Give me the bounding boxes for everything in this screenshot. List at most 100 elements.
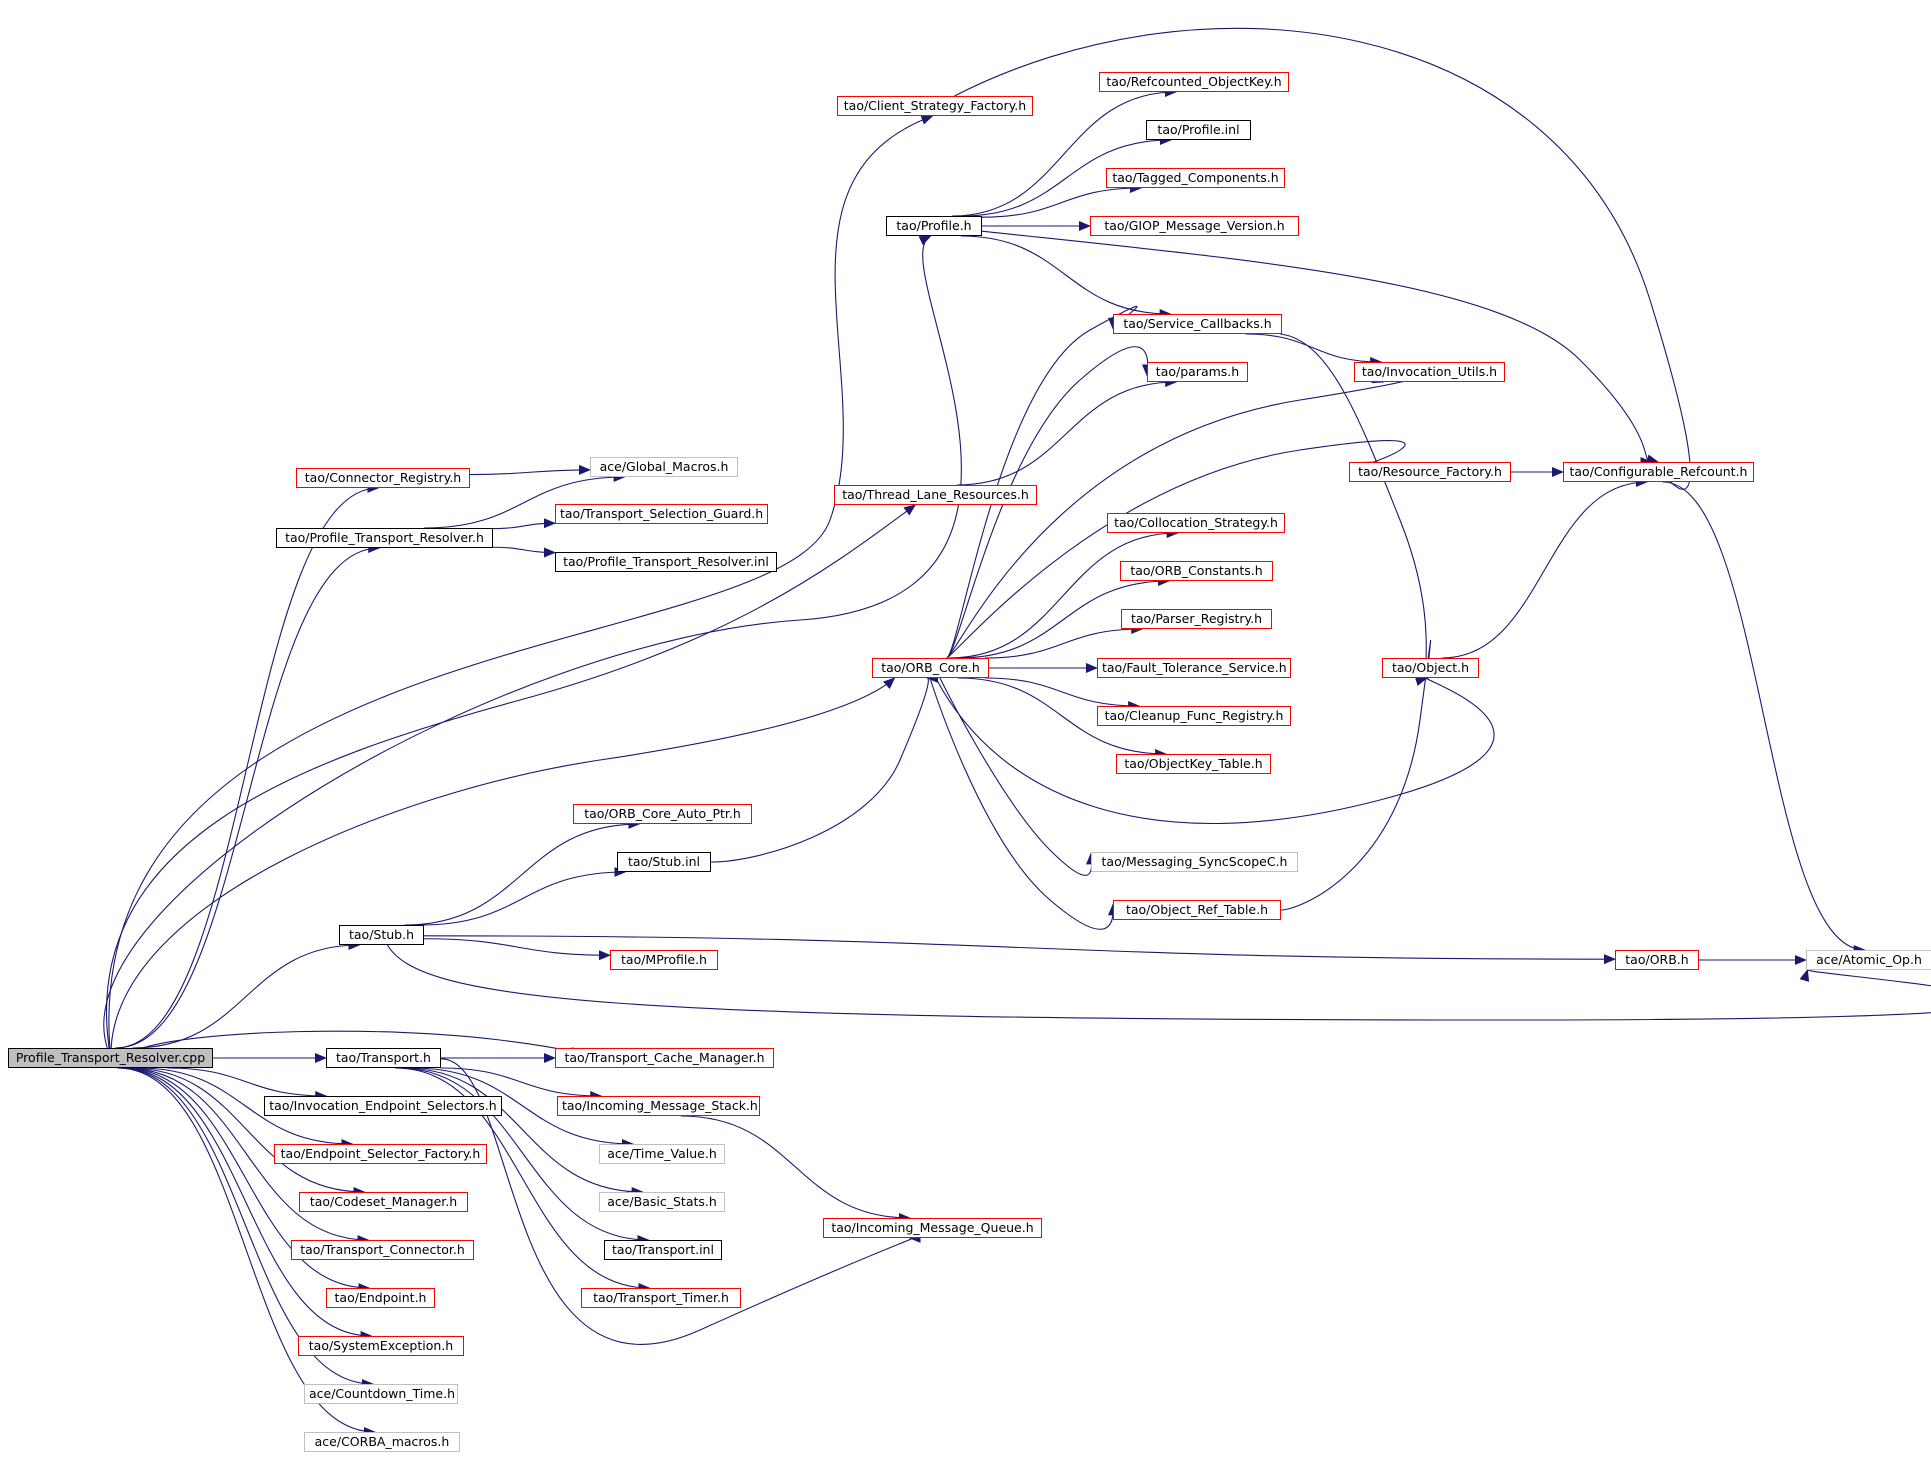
node-orbcap[interactable]: tao/ORB_Core_Auto_Ptr.h bbox=[573, 804, 752, 824]
edge-stubinl-to-orbcore bbox=[710, 673, 939, 863]
node-endpoint[interactable]: tao/Endpoint.h bbox=[326, 1288, 435, 1308]
edge-root-to-esf bbox=[138, 1067, 354, 1149]
edge-svccb-to-invutil bbox=[1245, 333, 1383, 367]
edge-stubh-to-orbcap bbox=[404, 819, 641, 926]
node-transh[interactable]: tao/Transport.h bbox=[326, 1048, 441, 1068]
node-tlr[interactable]: tao/Thread_Lane_Resources.h bbox=[834, 485, 1037, 505]
node-orbconst[interactable]: tao/ORB_Constants.h bbox=[1120, 561, 1273, 581]
edge-orbcore-to-orbconst bbox=[957, 576, 1171, 659]
node-esf[interactable]: tao/Endpoint_Selector_Factory.h bbox=[274, 1144, 487, 1164]
node-codeset[interactable]: tao/Codeset_Manager.h bbox=[299, 1192, 468, 1212]
edge-objref-to-objh bbox=[1280, 639, 1432, 911]
edge-orbcore-to-params bbox=[946, 346, 1153, 659]
node-profinl[interactable]: tao/Profile.inl bbox=[1146, 120, 1251, 140]
edge-root-to-ies bbox=[167, 1067, 328, 1101]
node-invutil[interactable]: tao/Invocation_Utils.h bbox=[1354, 362, 1505, 382]
node-svccb[interactable]: tao/Service_Callbacks.h bbox=[1113, 314, 1282, 334]
edge-profh-to-svccb bbox=[960, 235, 1172, 319]
node-stubinl[interactable]: tao/Stub.inl bbox=[617, 852, 711, 872]
edge-orbcore-to-msgsync bbox=[939, 677, 1097, 876]
node-objref[interactable]: tao/Object_Ref_Table.h bbox=[1113, 900, 1281, 920]
edge-transh-to-transtimer bbox=[395, 1067, 651, 1293]
node-stubh[interactable]: tao/Stub.h bbox=[339, 925, 424, 945]
node-giop[interactable]: tao/GIOP_Message_Version.h bbox=[1090, 216, 1299, 236]
edge-ptrh-to-globmac bbox=[423, 472, 626, 529]
node-atomic[interactable]: ace/Atomic_Op.h bbox=[1806, 950, 1931, 970]
node-transtimer[interactable]: tao/Transport_Timer.h bbox=[581, 1288, 741, 1308]
edge-objh-to-confref bbox=[1442, 477, 1648, 659]
edge-orbcore-to-svccb bbox=[946, 305, 1138, 659]
edge-root-to-csf bbox=[108, 115, 934, 1049]
edge-root-to-profh bbox=[103, 235, 962, 1049]
node-refok[interactable]: tao/Refcounted_ObjectKey.h bbox=[1099, 72, 1289, 92]
edge-root-to-sysexc bbox=[119, 1067, 373, 1341]
edge-root-to-tlr bbox=[106, 504, 917, 1049]
node-okt[interactable]: tao/ObjectKey_Table.h bbox=[1116, 754, 1271, 774]
node-globmac[interactable]: ace/Global_Macros.h bbox=[590, 457, 738, 477]
node-profh[interactable]: tao/Profile.h bbox=[886, 216, 982, 236]
edge-ptrh-to-tsg bbox=[492, 518, 556, 530]
edge-profh-to-tagged bbox=[981, 183, 1143, 218]
node-root: Profile_Transport_Resolver.cpp bbox=[8, 1048, 213, 1068]
node-ies[interactable]: tao/Invocation_Endpoint_Selectors.h bbox=[264, 1096, 502, 1116]
edge-root-to-orbcore bbox=[110, 677, 896, 1049]
node-ptrh[interactable]: tao/Profile_Transport_Resolver.h bbox=[276, 528, 493, 548]
node-msgsync[interactable]: tao/Messaging_SyncScopeC.h bbox=[1091, 852, 1298, 872]
edge-orbcore-to-collstr bbox=[948, 528, 1179, 659]
edge-profh-to-refok bbox=[952, 87, 1177, 217]
node-imq[interactable]: tao/Incoming_Message_Queue.h bbox=[823, 1218, 1042, 1238]
edge-ptrh-to-ptrinl bbox=[492, 546, 556, 558]
edge-csf-to-confref bbox=[954, 27, 1691, 490]
edge-root-to-endpoint bbox=[121, 1067, 371, 1293]
edge-tlr-to-params bbox=[956, 377, 1178, 486]
edge-orbcore-to-resfac bbox=[946, 440, 1406, 659]
edge-profh-to-profinl bbox=[961, 135, 1172, 217]
edge-stubh-to-stubinl bbox=[420, 867, 627, 926]
edge-orbcore-to-objh bbox=[935, 676, 1495, 824]
node-transconn[interactable]: tao/Transport_Connector.h bbox=[291, 1240, 474, 1260]
edge-root-to-transconn bbox=[124, 1067, 370, 1245]
edge-root-to-codeset bbox=[129, 1067, 366, 1197]
edge-stubh-to-orbh bbox=[423, 935, 1616, 965]
node-mprof[interactable]: tao/MProfile.h bbox=[610, 950, 718, 970]
edges-layer bbox=[103, 27, 1931, 1437]
node-corbamac[interactable]: ace/CORBA_macros.h bbox=[304, 1432, 460, 1452]
edge-transh-to-imq bbox=[440, 1058, 921, 1345]
node-connreg[interactable]: tao/Connector_Registry.h bbox=[296, 468, 470, 488]
edge-svccb-to-objh bbox=[1280, 333, 1429, 671]
edge-root-to-connreg bbox=[115, 483, 380, 1049]
node-csf[interactable]: tao/Client_Strategy_Factory.h bbox=[837, 96, 1033, 116]
edge-root-to-ptrh bbox=[115, 543, 381, 1049]
node-tsg[interactable]: tao/Transport_Selection_Guard.h bbox=[555, 504, 768, 524]
node-parser[interactable]: tao/Parser_Registry.h bbox=[1121, 609, 1272, 629]
node-transinl[interactable]: tao/Transport.inl bbox=[604, 1240, 722, 1260]
node-objh[interactable]: tao/Object.h bbox=[1382, 658, 1479, 678]
node-resfac[interactable]: tao/Resource_Factory.h bbox=[1349, 462, 1511, 482]
node-basicst[interactable]: ace/Basic_Stats.h bbox=[599, 1192, 725, 1212]
node-sysexc[interactable]: tao/SystemException.h bbox=[298, 1336, 464, 1356]
node-tagged[interactable]: tao/Tagged_Components.h bbox=[1106, 168, 1285, 188]
edge-ims-to-imq bbox=[680, 1115, 912, 1223]
node-orbh[interactable]: tao/ORB.h bbox=[1615, 950, 1699, 970]
node-fts[interactable]: tao/Fault_Tolerance_Service.h bbox=[1097, 658, 1291, 678]
node-ims[interactable]: tao/Incoming_Message_Stack.h bbox=[557, 1096, 760, 1116]
node-countdown[interactable]: ace/Countdown_Time.h bbox=[304, 1384, 458, 1404]
node-timeval[interactable]: ace/Time_Value.h bbox=[599, 1144, 725, 1164]
node-cleanup[interactable]: tao/Cleanup_Func_Registry.h bbox=[1097, 706, 1291, 726]
node-ptrinl[interactable]: tao/Profile_Transport_Resolver.inl bbox=[555, 552, 777, 572]
node-confref[interactable]: tao/Configurable_Refcount.h bbox=[1563, 462, 1754, 482]
edge-transh-to-basicst bbox=[402, 1067, 644, 1197]
edge-orbcore-to-objref bbox=[929, 677, 1119, 930]
edge-root-to-countdown bbox=[118, 1067, 374, 1389]
edge-transh-to-transinl bbox=[398, 1067, 650, 1245]
node-params[interactable]: tao/params.h bbox=[1147, 362, 1248, 382]
edge-root-to-stubh bbox=[132, 940, 361, 1049]
edge-root-to-corbamac bbox=[117, 1067, 376, 1437]
node-orbcore[interactable]: tao/ORB_Core.h bbox=[872, 658, 989, 678]
edge-orbcore-to-okt bbox=[957, 677, 1168, 759]
node-collstr[interactable]: tao/Collocation_Strategy.h bbox=[1107, 513, 1285, 533]
edge-orbcore-to-cleanup bbox=[985, 677, 1141, 711]
edge-stubh-to-mprof bbox=[423, 938, 611, 961]
node-tcm[interactable]: tao/Transport_Cache_Manager.h bbox=[555, 1048, 774, 1068]
